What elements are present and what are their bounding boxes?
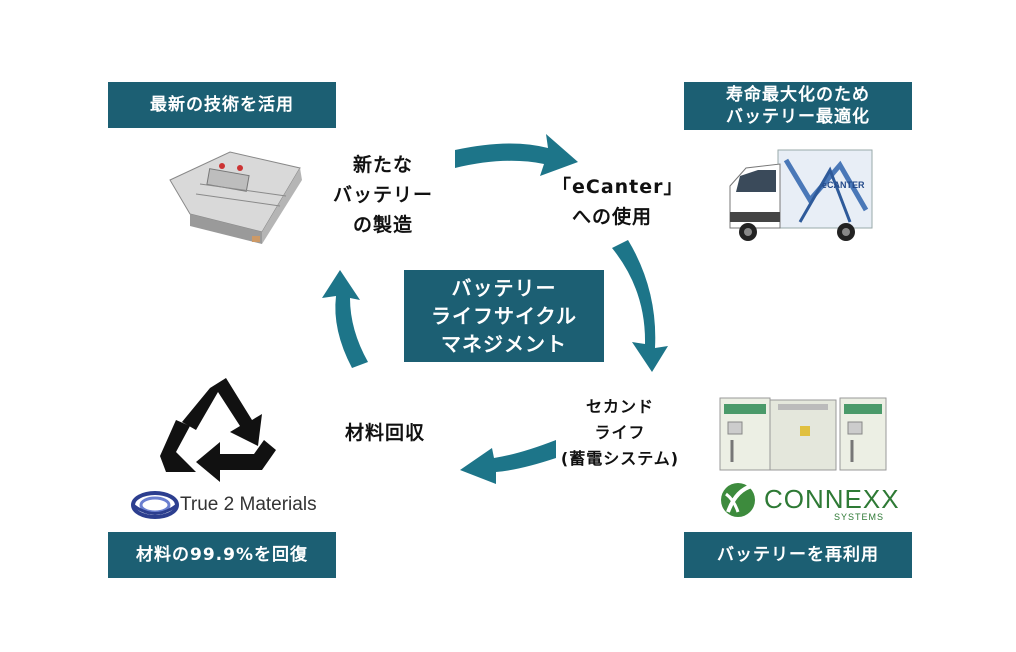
label-manufacture-line1: 新たな: [352, 154, 413, 176]
box-battery-optimization: 寿命最大化のため バッテリー最適化: [684, 82, 912, 130]
connexx-leaf-icon: [721, 483, 755, 517]
label-second-life-line1: セカンド: [585, 397, 654, 416]
arrow-to-second-life: [612, 240, 668, 372]
connexx-systems-text: SYSTEMS: [834, 512, 885, 522]
recycle-icon: [160, 378, 276, 482]
label-second-life-line2: ライフ: [594, 423, 646, 442]
true2-globe-icon: [131, 491, 179, 519]
box-battery-reuse: バッテリーを再利用: [684, 532, 912, 578]
box-latest-technology-text: 最新の技術を活用: [150, 95, 294, 115]
box-battery-optimization-line2: バッテリー最適化: [726, 107, 870, 127]
connexx-logo-text: CONNEXX: [764, 484, 900, 514]
arrow-to-use: [455, 134, 578, 176]
center-title-line1: バッテリー: [451, 276, 557, 300]
box-material-recovery: 材料の99.9%を回復: [108, 532, 336, 578]
true2-logo-text: True 2 Materials: [180, 494, 317, 515]
label-recycle-line1: 材料回収: [344, 422, 425, 444]
box-latest-technology: 最新の技術を活用: [108, 82, 336, 128]
label-ecanter-use-line1: 「eCanter」: [552, 176, 684, 198]
arrow-to-recycle: [460, 440, 556, 484]
storage-units-image: [719, 397, 887, 471]
center-title-line2: ライフサイクル: [431, 304, 577, 328]
label-manufacture-line3: の製造: [352, 214, 413, 236]
truck-brand-text: eCANTER: [822, 180, 865, 190]
center-title: バッテリー ライフサイクル マネジメント: [404, 270, 604, 362]
label-second-life: セカンド ライフ (蓄電システム): [550, 394, 690, 472]
box-battery-reuse-text: バッテリーを再利用: [717, 545, 879, 565]
label-ecanter-use-line2: への使用: [571, 206, 652, 228]
label-manufacture: 新たな バッテリー の製造: [318, 150, 448, 240]
battery-pack-image: [169, 151, 302, 244]
center-title-line3: マネジメント: [441, 332, 567, 356]
label-manufacture-line2: バッテリー: [332, 184, 433, 206]
label-ecanter-use: 「eCanter」 への使用: [552, 172, 684, 232]
arrow-to-manufacture: [322, 270, 368, 368]
box-material-recovery-text: 材料の99.9%を回復: [136, 545, 308, 565]
label-recycle: 材料回収: [330, 418, 440, 448]
box-battery-optimization-line1: 寿命最大化のため: [726, 85, 870, 105]
truck-image: [729, 149, 873, 241]
label-second-life-line3: (蓄電システム): [560, 449, 680, 468]
